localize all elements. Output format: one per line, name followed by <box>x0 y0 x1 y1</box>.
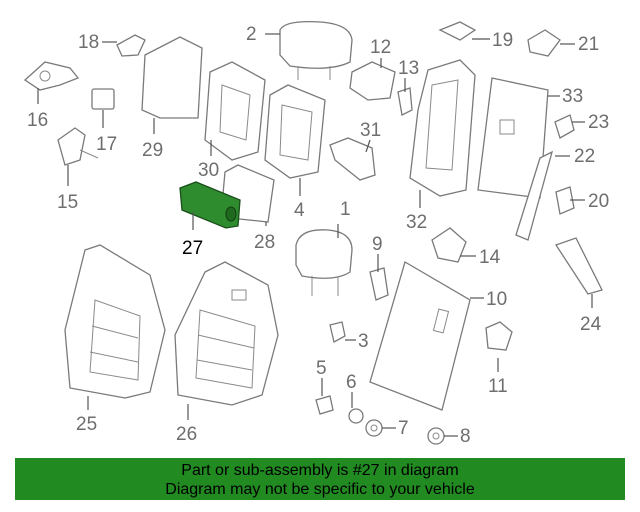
callout-8: 8 <box>460 426 471 447</box>
callout-5: 5 <box>316 358 327 379</box>
callout-23: 23 <box>588 112 609 133</box>
callout-24: 24 <box>580 314 602 335</box>
part-9-guide <box>369 267 389 301</box>
part-14-bracket <box>431 227 467 263</box>
callout-13: 13 <box>398 58 419 79</box>
callout-29: 29 <box>142 140 163 161</box>
callout-27-highlighted: 27 <box>182 238 203 259</box>
callout-17: 17 <box>96 134 117 155</box>
callout-3: 3 <box>358 331 369 352</box>
info-banner: Part or sub-assembly is #27 in diagram D… <box>15 458 625 500</box>
part-8-washer <box>427 427 445 445</box>
part-6-nut <box>348 408 364 424</box>
callout-21: 21 <box>578 34 599 55</box>
callout-14: 14 <box>479 247 501 268</box>
part-32-panel <box>409 59 476 197</box>
callout-11: 11 <box>488 376 508 397</box>
part-11-bracket <box>485 321 513 351</box>
part-26-seatback-cover <box>174 261 279 406</box>
callout-18: 18 <box>78 32 99 53</box>
part-16-hinge <box>23 61 80 91</box>
callout-labels: 1 2 3 4 5 6 7 8 9 10 11 12 13 14 15 16 1… <box>27 24 609 447</box>
callout-10: 10 <box>486 289 507 310</box>
callout-16: 16 <box>27 110 48 131</box>
part-18-bracket <box>116 34 146 57</box>
callout-19: 19 <box>492 30 513 51</box>
part-29-panel <box>141 36 203 119</box>
callout-15: 15 <box>57 192 78 213</box>
part-3-bolt <box>329 321 346 343</box>
callout-20: 20 <box>588 191 609 212</box>
callout-4: 4 <box>294 200 305 221</box>
part-20-bracket <box>555 186 575 215</box>
callout-22: 22 <box>574 146 595 167</box>
callout-9: 9 <box>372 234 383 255</box>
callout-28: 28 <box>254 232 275 253</box>
part-2-headrest <box>279 21 353 80</box>
callout-12: 12 <box>370 37 391 58</box>
callout-2: 2 <box>246 24 257 45</box>
part-30-frame <box>204 61 266 161</box>
callout-31: 31 <box>360 120 381 141</box>
callout-33: 33 <box>562 86 583 107</box>
leader-lines <box>37 33 593 437</box>
part-4-frame <box>264 84 326 179</box>
part-1-headrest <box>295 229 353 296</box>
part-17-clip <box>91 88 115 110</box>
part-12-bracket <box>349 61 396 101</box>
callout-7: 7 <box>398 418 409 439</box>
callout-32: 32 <box>406 212 427 233</box>
part-25-seatback-cover <box>64 244 166 399</box>
callout-25: 25 <box>76 414 97 435</box>
part-19-pad <box>438 21 477 41</box>
exploded-parts-diagram: 1 2 3 4 5 6 7 8 9 10 11 12 13 14 15 16 1… <box>23 21 609 447</box>
callout-26: 26 <box>176 424 197 445</box>
callout-30: 30 <box>198 160 219 181</box>
part-21-cover <box>527 29 561 57</box>
part-24-trim <box>555 237 603 295</box>
part-13-clip <box>397 87 413 116</box>
callout-6: 6 <box>346 372 357 393</box>
part-5-bolt <box>315 395 334 415</box>
part-7-washer <box>365 419 383 437</box>
part-15-latch <box>57 127 99 166</box>
callout-1: 1 <box>340 199 351 220</box>
part-27-armrest-highlighted <box>179 181 241 229</box>
banner-line-1: Part or sub-assembly is #27 in diagram <box>181 462 459 479</box>
part-31-bracket <box>329 137 376 181</box>
banner-line-2: Diagram may not be specific to your vehi… <box>165 481 475 498</box>
part-23-bracket <box>554 114 575 139</box>
part-22-strip <box>515 150 554 241</box>
part-10-back-panel <box>369 261 471 411</box>
